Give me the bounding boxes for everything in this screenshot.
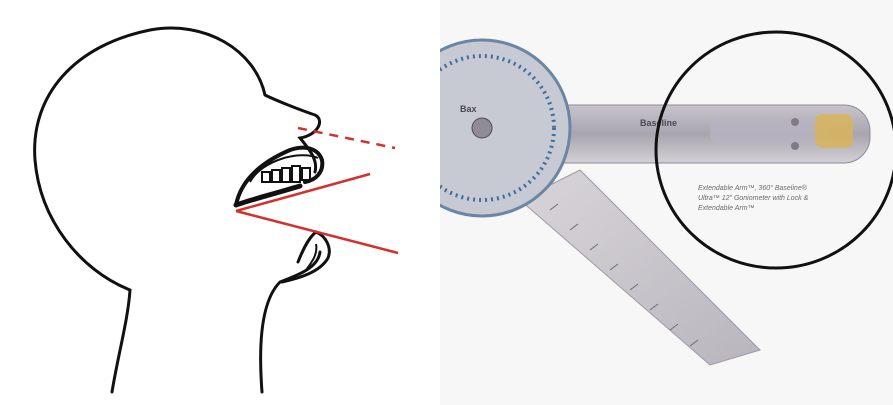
arm-extension-slot xyxy=(710,118,830,144)
head-profile-illustration xyxy=(0,0,420,405)
callout-caption-line-3: Extendable Arm™ xyxy=(698,205,755,212)
callout-caption-line-2: Ultra™ 12" Goniometer with Lock & xyxy=(698,195,809,202)
arm-lock-tab xyxy=(815,114,853,148)
head-profile-svg xyxy=(0,0,420,405)
lower-jaw-outline xyxy=(282,232,329,282)
lock-screw-top xyxy=(791,118,799,126)
protractor-hub xyxy=(472,118,492,138)
goniometer-svg: Baseline Bax Extendable Arm™, 360° Basel… xyxy=(440,0,893,405)
nose-reference-line-dashed xyxy=(298,128,395,148)
goniometer-photo: Baseline Bax Extendable Arm™, 360° Basel… xyxy=(440,0,893,405)
teeth xyxy=(250,155,318,182)
protractor-logo: Bax xyxy=(460,104,477,114)
lock-screw-bottom xyxy=(791,142,799,150)
head-outline xyxy=(35,28,320,392)
callout-caption-line-1: Extendable Arm™, 360° Baseline® xyxy=(698,184,808,192)
